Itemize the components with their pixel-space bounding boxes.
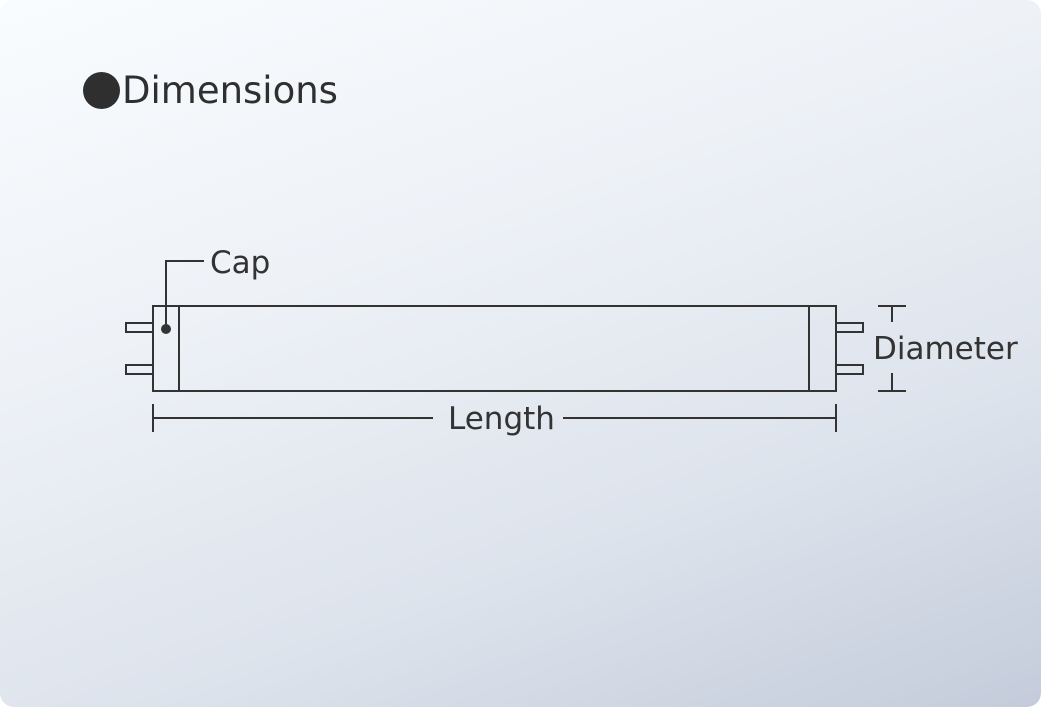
tube-body xyxy=(152,305,837,392)
right-pin-top xyxy=(835,322,864,333)
diameter-label: Diameter xyxy=(873,331,1018,367)
section-heading: Dimensions xyxy=(83,62,338,118)
filled-circle-icon xyxy=(83,71,120,109)
length-label: Length xyxy=(448,401,555,437)
section-title: Dimensions xyxy=(122,68,338,112)
left-pin-top xyxy=(125,322,154,333)
left-pin-bottom xyxy=(125,364,154,375)
right-pin-bottom xyxy=(835,364,864,375)
cap-label: Cap xyxy=(210,245,270,281)
cap-marker-dot xyxy=(161,324,171,334)
cap-leader-line xyxy=(165,260,204,329)
